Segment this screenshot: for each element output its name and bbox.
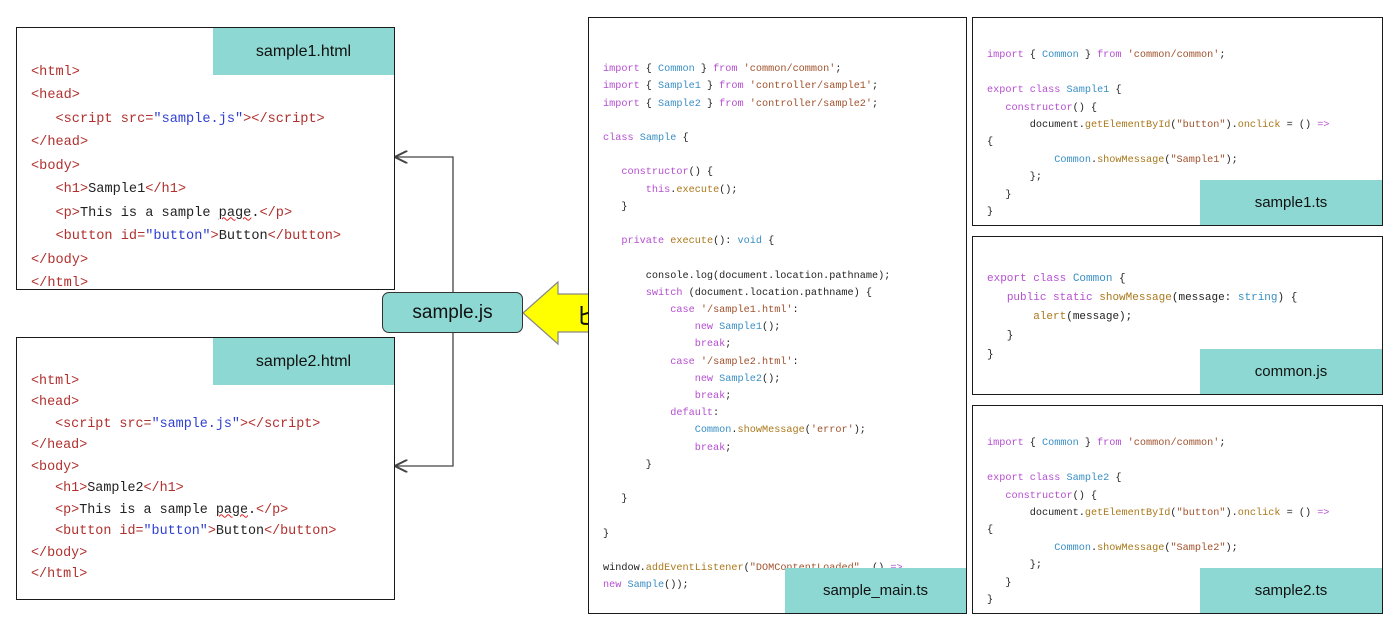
- file-tag-common-js: common.js: [1200, 349, 1382, 394]
- sample1-ts-panel: import { Common } from 'common/common'; …: [972, 17, 1383, 226]
- sample2-ts-code: import { Common } from 'common/common'; …: [987, 438, 1330, 607]
- file-tag-sample1-html: sample1.html: [213, 28, 394, 75]
- common-js-panel: export class Common { public static show…: [972, 236, 1383, 395]
- file-tag-sample1-ts: sample1.ts: [1200, 180, 1382, 225]
- sample1-html-panel: sample1.html <html><head> <script src="s…: [16, 27, 395, 291]
- sample-main-ts-panel: import { Common } from 'common/common';i…: [588, 17, 967, 614]
- arrow-to-sample2-html: [396, 333, 454, 466]
- sample1-html-code: <html><head> <script src="sample.js"></s…: [31, 64, 342, 292]
- sample-main-ts-code: import { Common } from 'common/common';i…: [603, 64, 903, 592]
- file-tag-sample-main-ts: sample_main.ts: [785, 568, 966, 613]
- file-tag-sample2-ts: sample2.ts: [1200, 568, 1382, 613]
- arrow-to-sample1-html: [396, 157, 454, 292]
- sample2-ts-panel: import { Common } from 'common/common'; …: [972, 405, 1383, 614]
- file-tag-sample2-html: sample2.html: [213, 338, 394, 385]
- sample2-html-panel: sample2.html <html><head> <script src="s…: [16, 337, 395, 600]
- sample-js-box: sample.js: [382, 292, 523, 333]
- common-js-code: export class Common { public static show…: [987, 273, 1298, 361]
- sample2-html-code: <html><head> <script src="sample.js"></s…: [31, 373, 337, 583]
- sample1-ts-code: import { Common } from 'common/common'; …: [987, 50, 1330, 219]
